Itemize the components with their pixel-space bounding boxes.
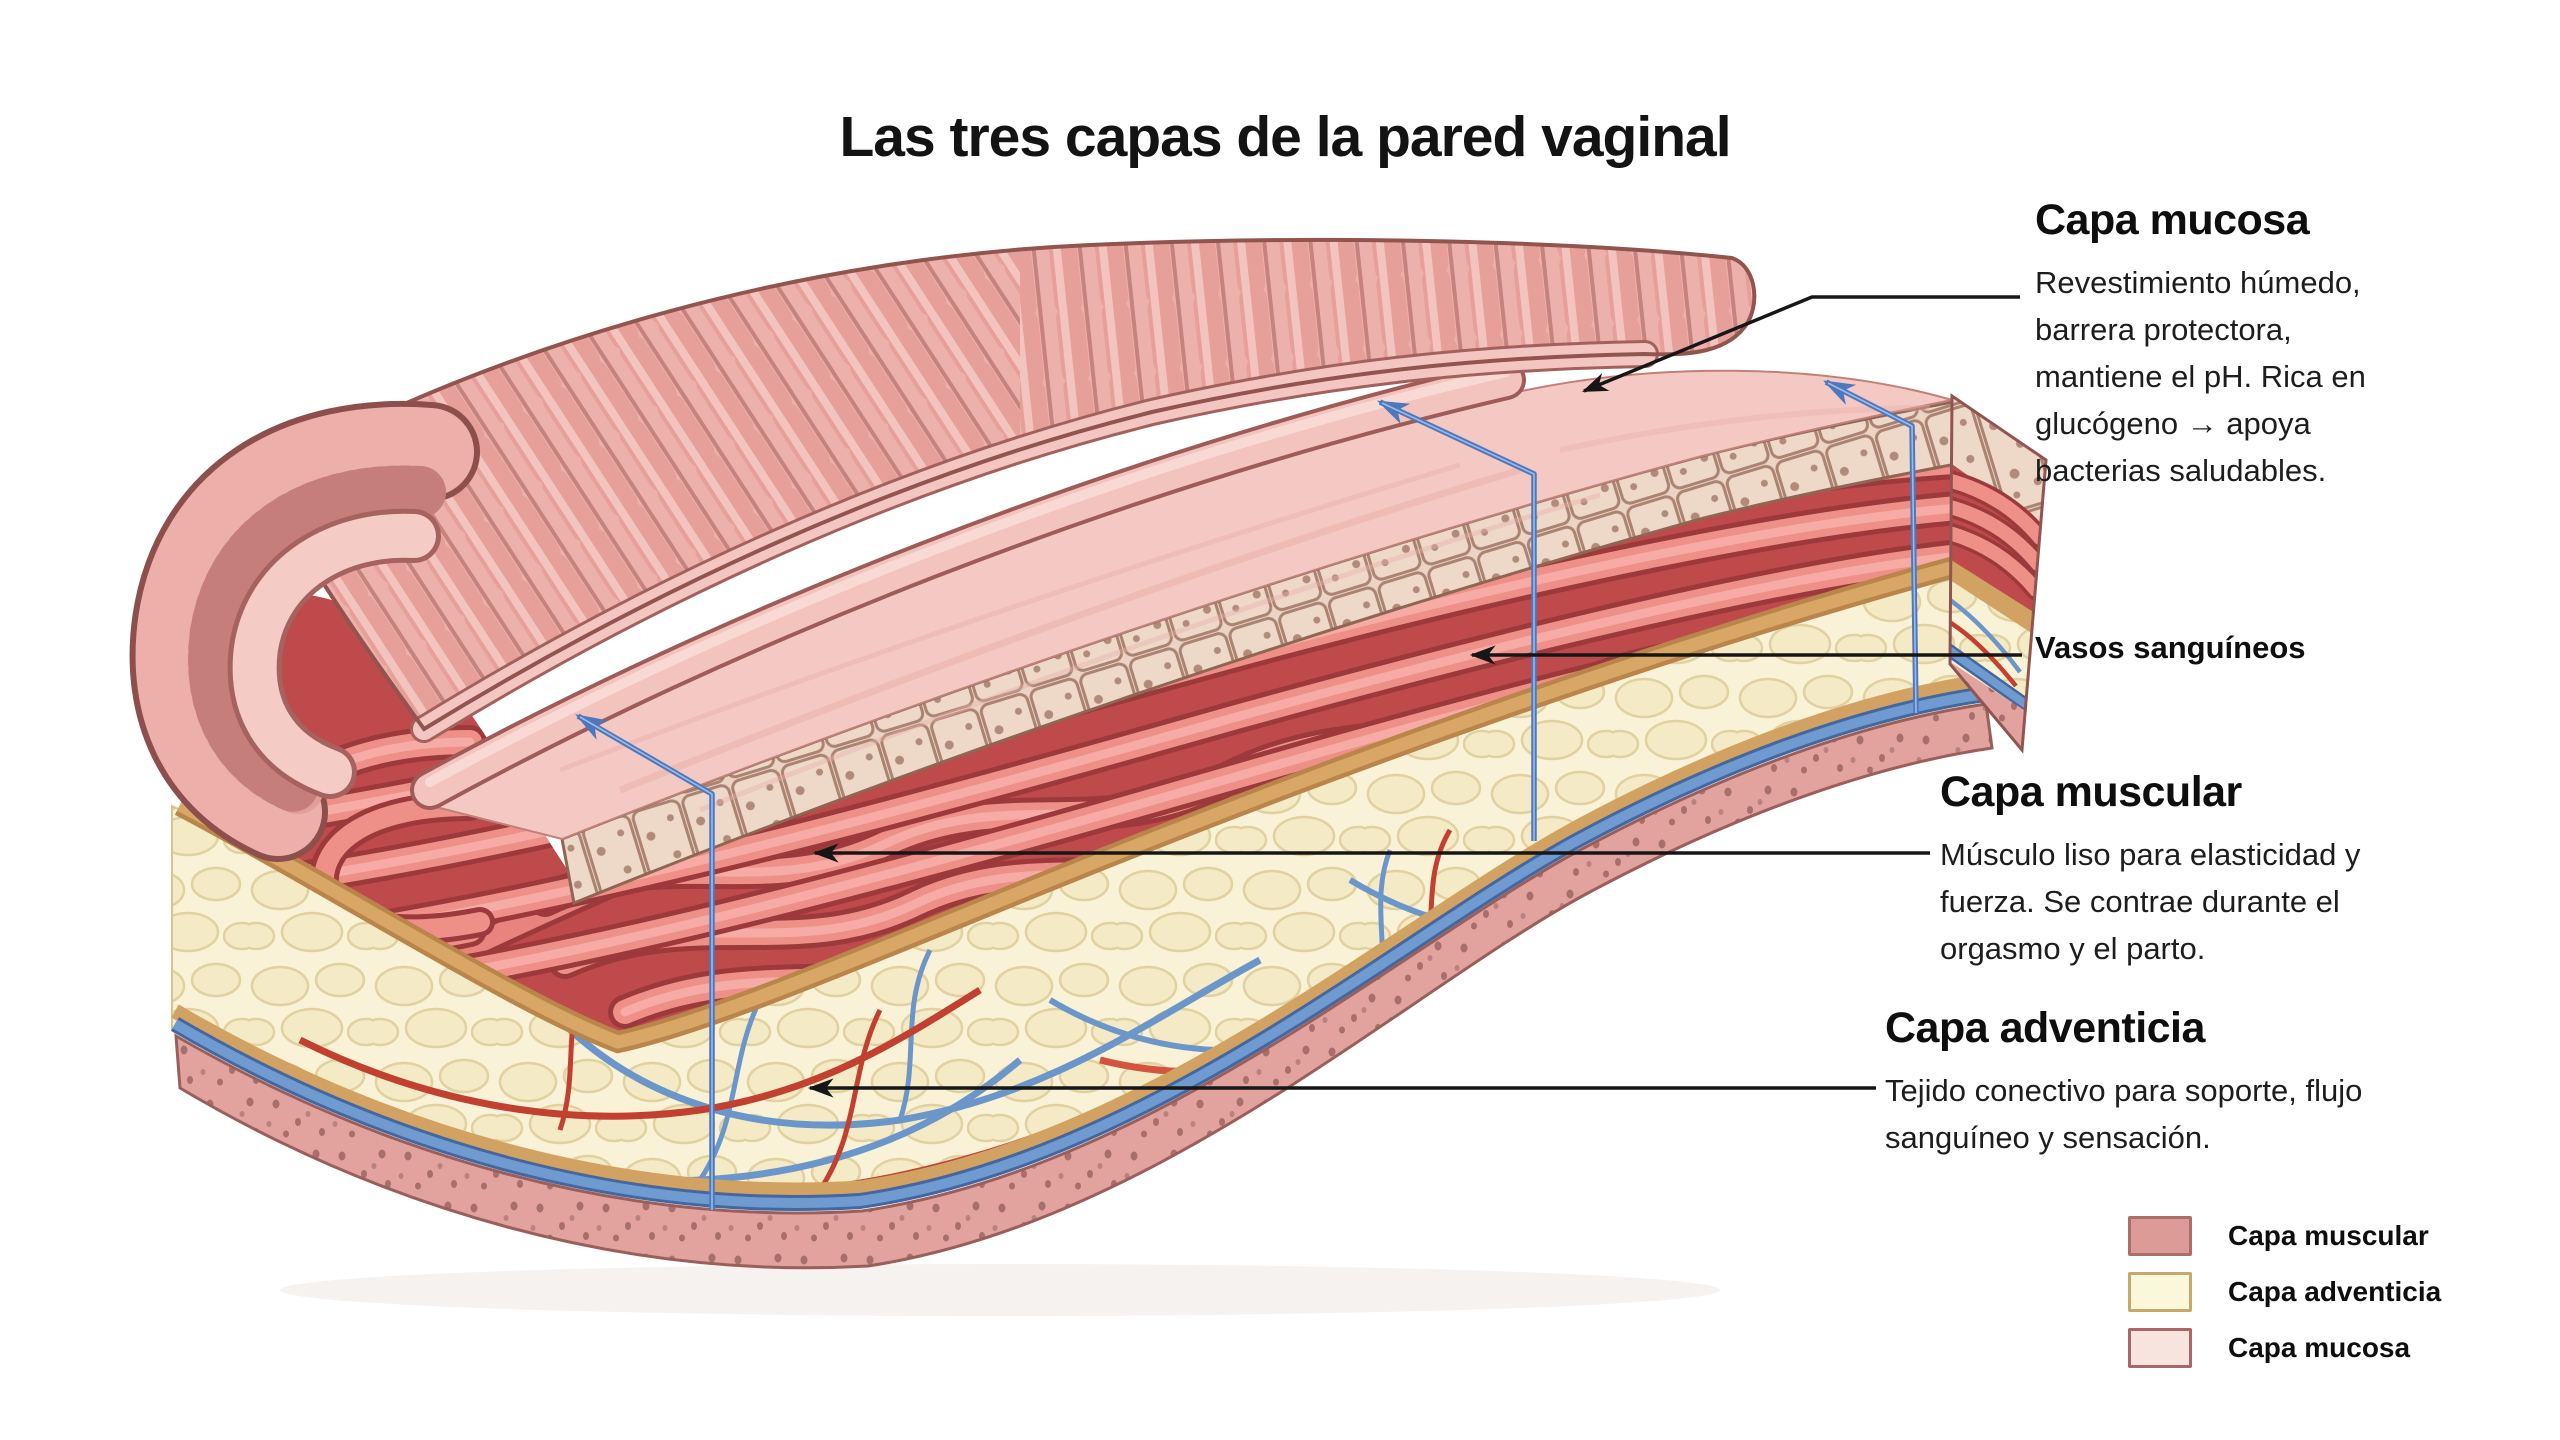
capa-muscular-heading: Capa muscular: [1940, 768, 2242, 816]
capa-mucosa-description: Revestimiento húmedo, barrera protectora…: [2035, 265, 2366, 488]
label-capa-muscular: Capa muscular Músculo liso para elastici…: [1940, 768, 2540, 972]
cut-face-art: [1948, 393, 2048, 754]
page-title: Las tres capas de la pared vaginal: [839, 105, 1731, 169]
capa-mucosa-heading: Capa mucosa: [2035, 196, 2310, 244]
legend-row-mucosa: Capa mucosa: [2128, 1326, 2441, 1370]
mucosa-fold-roll-art: [129, 401, 480, 862]
capa-mucosa-pointer-icon: [1582, 295, 2020, 393]
label-capa-adventicia: Capa adventicia Tejido conectivo para so…: [1885, 1004, 2525, 1161]
legend-swatch-adventicia: [2128, 1272, 2192, 1312]
serosa-bottom-art: [170, 673, 1994, 1270]
label-capa-mucosa: Capa mucosa Revestimiento húmedo, barrer…: [2035, 196, 2535, 494]
legend-row-muscular: Capa muscular: [2128, 1214, 2441, 1258]
legend-row-adventicia: Capa adventicia: [2128, 1270, 2441, 1314]
fold-arrows: [575, 379, 1919, 1210]
ground-shadow: [280, 1264, 1720, 1316]
legend-label-adventicia: Capa adventicia: [2228, 1276, 2442, 1307]
annotation-pointers: [807, 295, 2022, 1098]
mucosa-surface-art: [410, 360, 1953, 841]
rugae-band-art: [259, 237, 1757, 743]
legend-label-muscular: Capa muscular: [2228, 1220, 2429, 1251]
legend-swatch-mucosa: [2128, 1328, 2192, 1368]
capa-muscular-description: Músculo liso para elasticidad y fuerza. …: [1940, 837, 2361, 966]
capa-adventicia-description: Tejido conectivo para soporte, flujo san…: [1885, 1073, 2363, 1155]
label-vasos-sanguineos: Vasos sanguíneos: [2035, 630, 2306, 665]
capa-adventicia-heading: Capa adventicia: [1885, 1004, 2205, 1052]
legend-label-mucosa: Capa mucosa: [2228, 1332, 2411, 1363]
legend: Capa muscular Capa adventicia Capa mucos…: [2128, 1214, 2441, 1382]
legend-swatch-muscular: [2128, 1216, 2192, 1256]
